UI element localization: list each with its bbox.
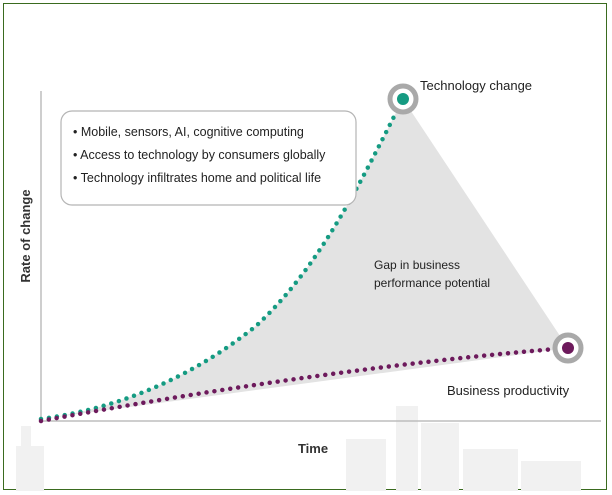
x-axis-title: Time xyxy=(298,441,328,456)
callout-box xyxy=(60,110,357,206)
gap-area xyxy=(41,99,568,419)
callout-item: • Access to technology by consumers glob… xyxy=(73,148,326,162)
technology-change-label: Technology change xyxy=(420,78,532,93)
business-productivity-marker xyxy=(552,332,584,364)
y-axis-title: Rate of change xyxy=(18,189,33,282)
technology-change-marker xyxy=(387,83,419,115)
business-productivity-curve xyxy=(38,345,571,424)
rate-of-change-diagram: Rate of change Time Technology change Bu… xyxy=(16,78,601,491)
figure-frame: Rate of change Time Technology change Bu… xyxy=(3,3,607,491)
business-productivity-label: Business productivity xyxy=(447,383,570,398)
gap-label-line2: performance potential xyxy=(374,276,490,290)
skyline-watermark xyxy=(16,406,581,491)
callout-item: • Mobile, sensors, AI, cognitive computi… xyxy=(73,125,304,139)
technology-change-curve xyxy=(38,96,406,422)
callout-item: • Technology infiltrates home and politi… xyxy=(73,171,321,185)
gap-label-line1: Gap in business xyxy=(374,258,460,272)
